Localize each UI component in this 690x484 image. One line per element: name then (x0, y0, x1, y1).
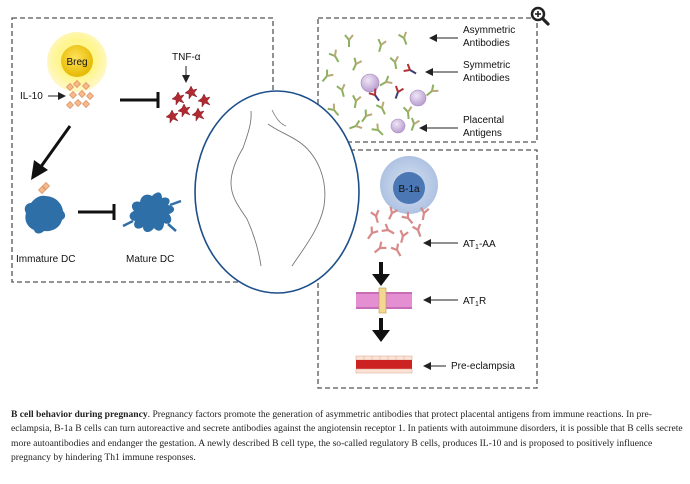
tnf-label: TNF-α (172, 52, 201, 63)
b1a-label: B-1a (398, 184, 420, 195)
placental-label-1: Placental (463, 115, 504, 126)
at1r-label: AT1R (463, 296, 486, 308)
placental-label-2: Antigens (463, 128, 502, 139)
breg-label: Breg (66, 57, 87, 68)
at1r-receptor (356, 287, 412, 314)
arrow-down-1 (372, 262, 390, 286)
preeclampsia-tissue (355, 355, 413, 374)
at1aa-label: AT1-AA (463, 239, 496, 251)
breg-cell: Breg (47, 32, 107, 92)
arrow-to-immature-dc (31, 125, 72, 180)
at1-aa-cluster (363, 205, 430, 260)
magnifier-icon[interactable] (530, 6, 550, 26)
tnf-molecules (165, 85, 211, 124)
preeclampsia-label: Pre-eclampsia (451, 361, 515, 372)
b1a-cell: B-1a (380, 156, 438, 214)
pregnancy-ellipse (194, 90, 360, 294)
antibody-cluster (318, 30, 440, 139)
antibody-panel (317, 17, 538, 143)
il10-label: IL-10 (20, 91, 43, 102)
asymmetric-label-1: Asymmetric (463, 25, 515, 36)
caption-text: . Pregnancy factors promote the generati… (11, 409, 683, 464)
arrow-down-2 (372, 318, 390, 342)
inhibition-dc-maturation (78, 204, 116, 220)
immature-dc-cell (24, 182, 66, 234)
symmetric-label-2: Antibodies (463, 73, 510, 84)
caption-title: B cell behavior during pregnancy (11, 409, 148, 420)
symmetric-label-1: Symmetric (463, 60, 510, 71)
immature-dc-label: Immature DC (16, 254, 75, 265)
inhibition-il10-tnf (120, 92, 160, 108)
asymmetric-label-2: Antibodies (463, 38, 510, 49)
figure-caption: B cell behavior during pregnancy. Pregna… (11, 408, 683, 466)
mature-dc-cell (122, 192, 182, 233)
mature-dc-label: Mature DC (126, 254, 174, 265)
